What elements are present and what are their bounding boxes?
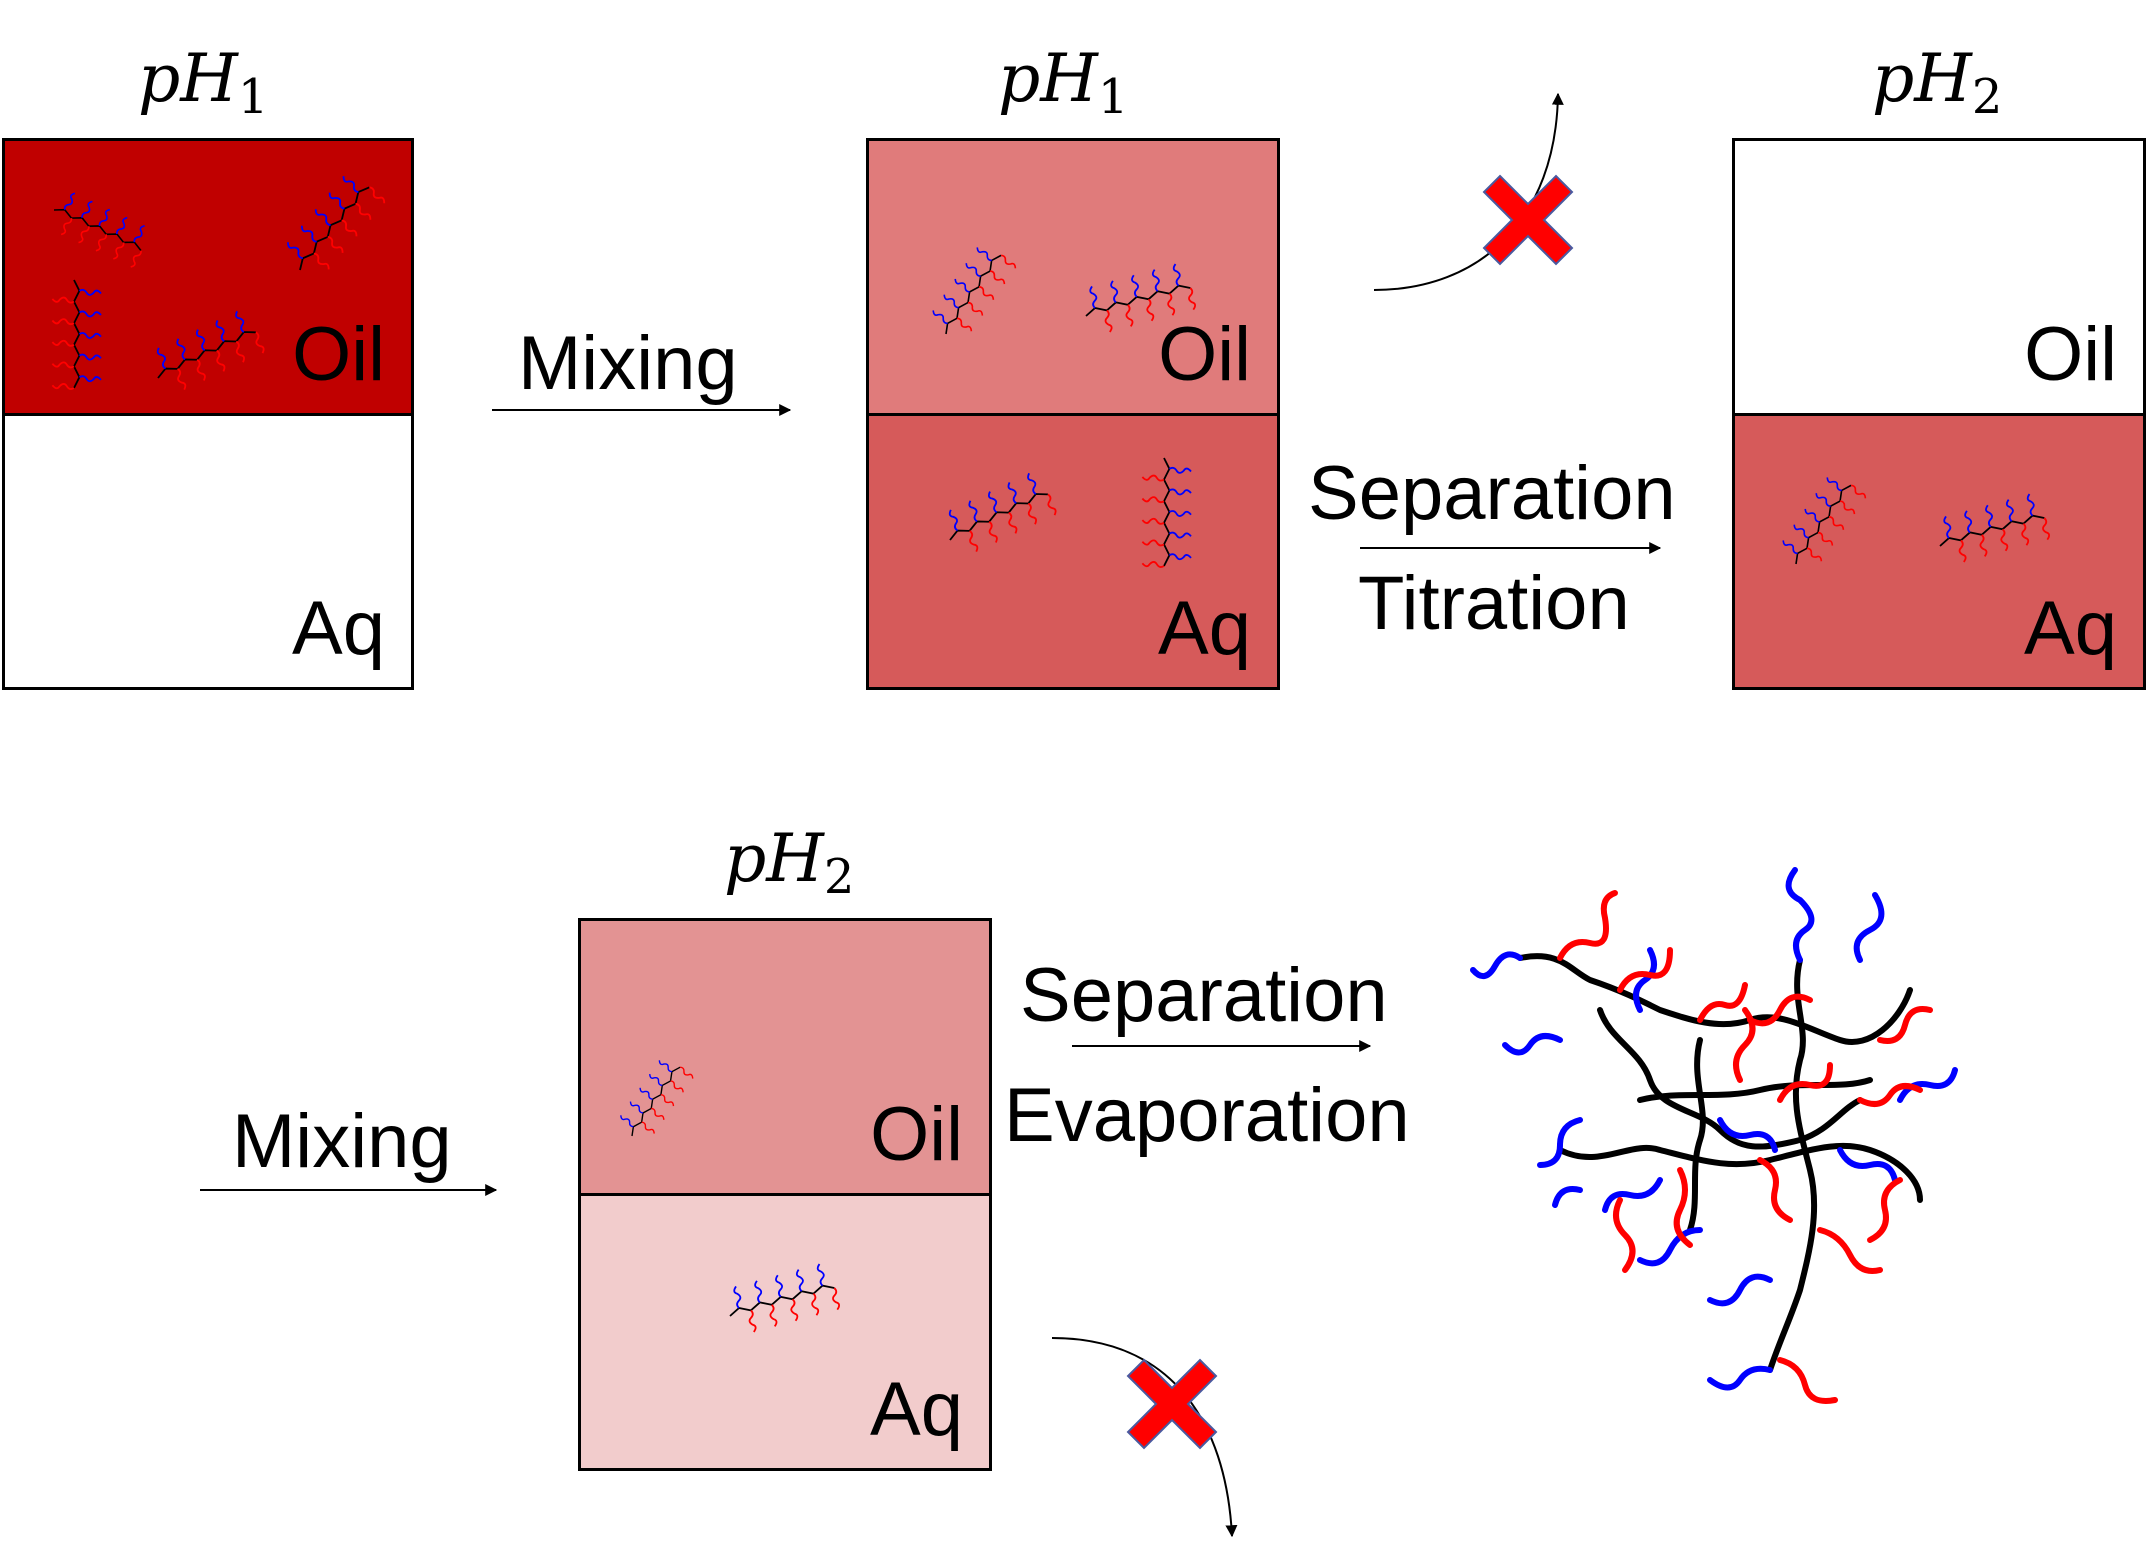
polymer-chains-mixed bbox=[925, 240, 1198, 568]
aq-phase-mixed: Aq bbox=[866, 413, 1280, 690]
oil-label: Oil bbox=[2024, 312, 2117, 397]
aq-phase-initial: Aq bbox=[2, 413, 414, 690]
oil-phase-mixed: Oil bbox=[866, 138, 1280, 416]
step-separation-1: Separation bbox=[1308, 451, 1676, 536]
step-mixing-1: Mixing bbox=[518, 321, 738, 406]
polymer-network bbox=[1470, 867, 1958, 1404]
polymer-chains-titrated-aq bbox=[1775, 470, 2052, 576]
aq-label: Aq bbox=[292, 586, 385, 671]
polymer-chains-second bbox=[614, 1053, 842, 1338]
oil-label: Oil bbox=[870, 1092, 963, 1177]
ph-label-box3: pH2 bbox=[1872, 40, 2003, 125]
aq-label: Aq bbox=[1158, 586, 1251, 671]
step-evaporation: Evaporation bbox=[1004, 1073, 1410, 1158]
step-mixing-2: Mixing bbox=[232, 1099, 452, 1184]
step-separation-2: Separation bbox=[1020, 953, 1388, 1038]
aq-phase-titrated: Aq bbox=[1732, 413, 2146, 690]
cross-icon bbox=[1127, 1359, 1217, 1449]
cross-icon bbox=[1483, 175, 1573, 265]
curved-arrow-up-icon bbox=[1373, 92, 1564, 291]
step-titration: Titration bbox=[1358, 561, 1630, 646]
oil-label: Oil bbox=[292, 312, 385, 397]
oil-phase-second: Oil bbox=[578, 918, 992, 1196]
oil-label: Oil bbox=[1158, 312, 1251, 397]
polymer-chains-initial-oil bbox=[45, 168, 388, 399]
aq-label: Aq bbox=[870, 1367, 963, 1452]
aq-phase-second: Aq bbox=[578, 1193, 992, 1471]
ph-label-box1: pH1 bbox=[138, 40, 269, 125]
aq-label: Aq bbox=[2024, 586, 2117, 671]
ph-label-box2: pH1 bbox=[998, 40, 1129, 125]
oil-phase-titrated: Oil bbox=[1732, 138, 2146, 416]
ph-label-box4: pH2 bbox=[724, 820, 855, 905]
